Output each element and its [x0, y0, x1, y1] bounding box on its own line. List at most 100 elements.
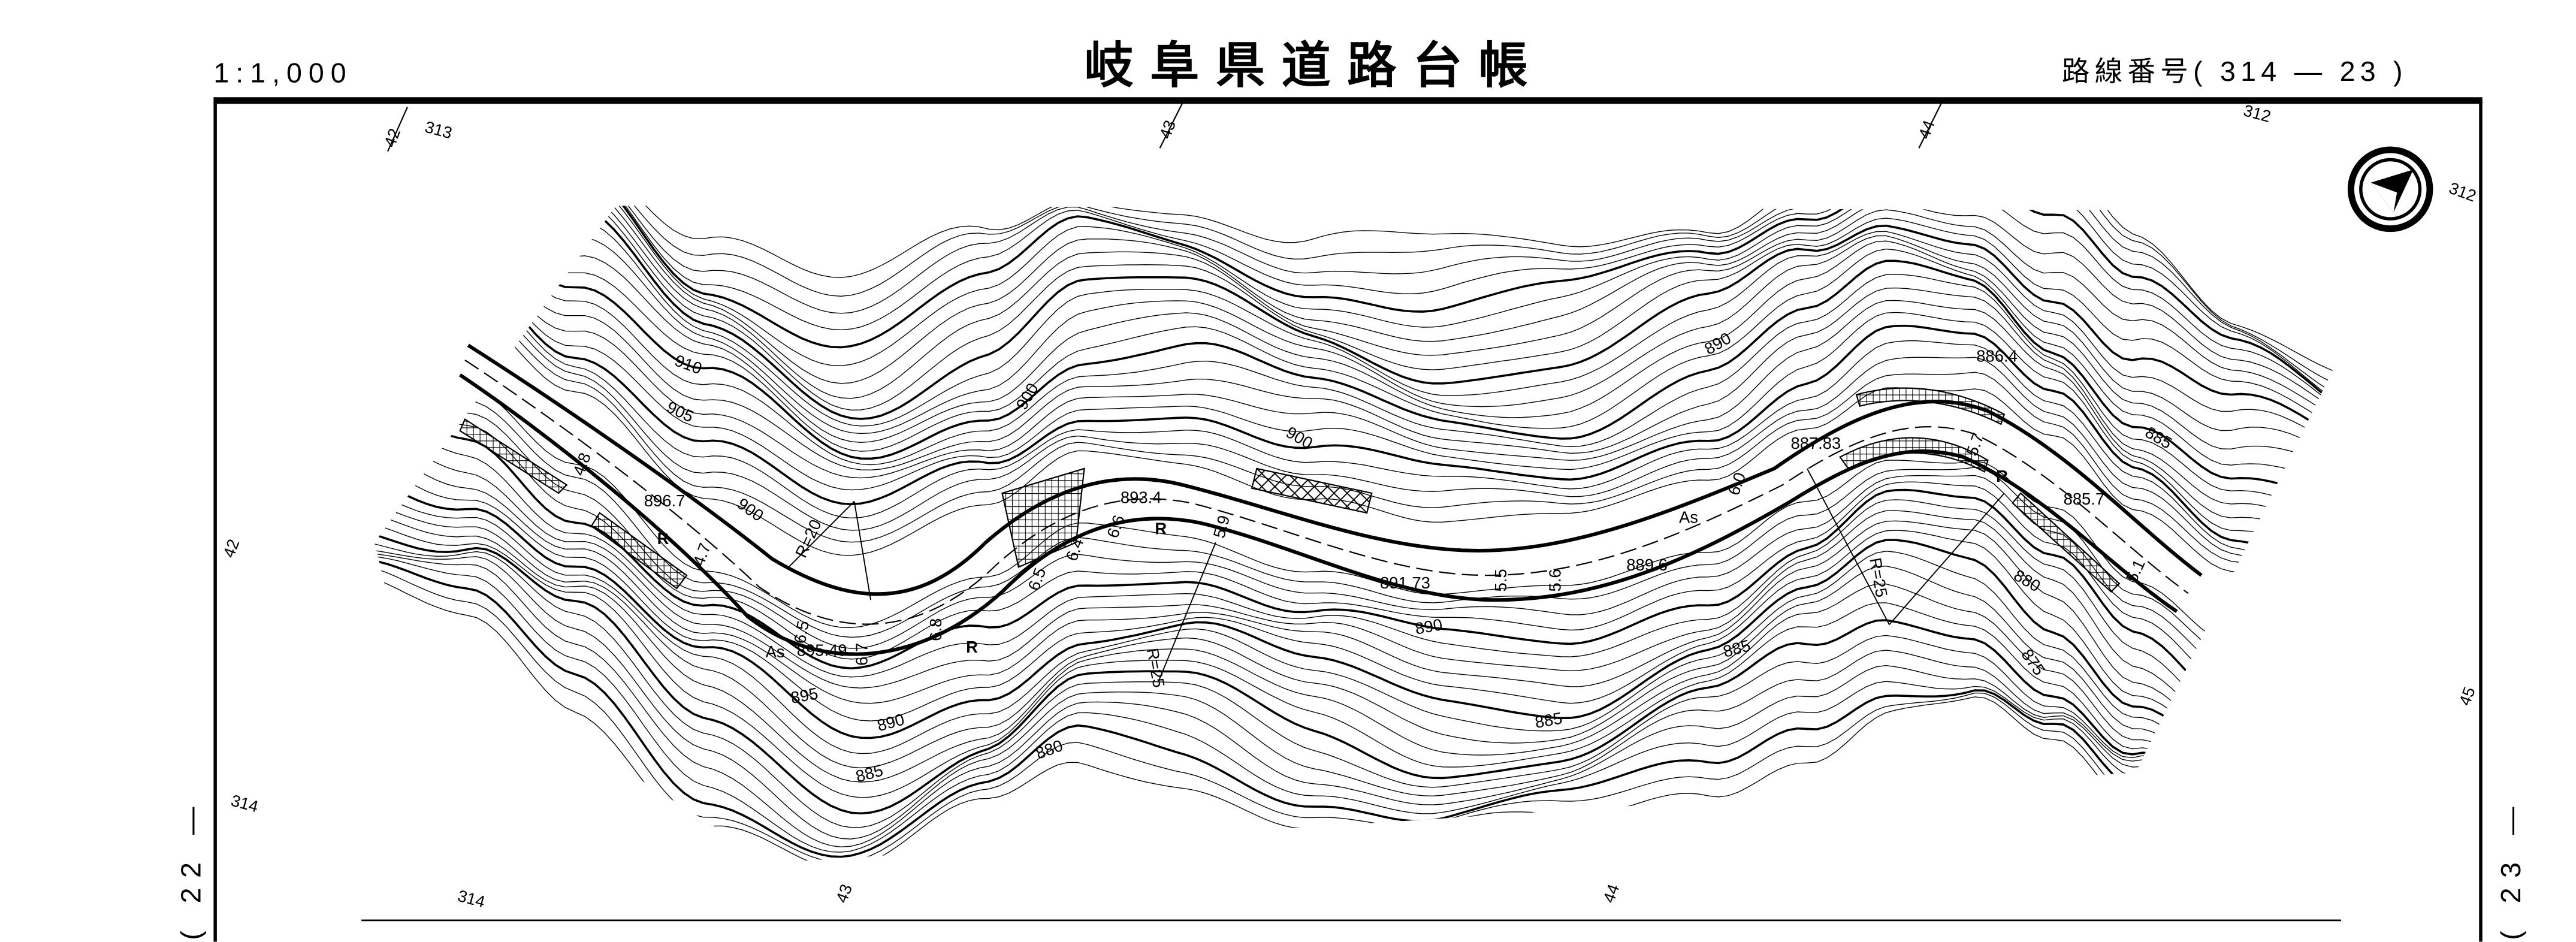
contour-line — [375, 440, 2333, 779]
svg-text:6.6: 6.6 — [1103, 512, 1128, 540]
contour-line — [375, 517, 2333, 833]
svg-text:As: As — [766, 642, 785, 661]
route-number-label: 路線番号( 314 — 23 ) — [2062, 56, 2408, 87]
svg-text:5.6: 5.6 — [1546, 569, 1565, 591]
svg-text:905: 905 — [664, 397, 697, 425]
svg-text:44: 44 — [1599, 881, 1623, 905]
svg-text:885: 885 — [2142, 422, 2175, 452]
svg-text:312: 312 — [2242, 101, 2273, 126]
contour-line — [375, 222, 2333, 581]
svg-text:R=25: R=25 — [1866, 556, 1891, 599]
contour-line — [375, 206, 2333, 554]
svg-text:42: 42 — [380, 126, 404, 149]
contour-line — [375, 493, 2333, 804]
svg-text:885: 885 — [1721, 636, 1752, 661]
contour-line — [375, 557, 2333, 863]
contour-line — [375, 206, 2333, 523]
contour-line — [375, 206, 2333, 430]
contour-line — [375, 206, 2333, 437]
retaining-wall-markers: R R R R — [657, 467, 2008, 656]
svg-text:891.73: 891.73 — [1380, 573, 1430, 592]
contour-line — [375, 206, 2333, 418]
svg-text:6.7: 6.7 — [853, 643, 871, 666]
contour-line — [375, 552, 2333, 863]
contour-line — [375, 412, 2333, 765]
svg-text:880: 880 — [2011, 566, 2044, 596]
contour-line — [375, 206, 2333, 393]
contour-line — [375, 538, 2333, 862]
svg-text:43: 43 — [1156, 117, 1180, 141]
svg-text:45: 45 — [2455, 684, 2479, 708]
svg-text:886.4: 886.4 — [1976, 347, 2018, 366]
adjacent-sheet-left: ( 22 — — [175, 797, 206, 940]
contour-line — [375, 547, 2333, 863]
svg-text:896.7: 896.7 — [644, 491, 685, 510]
svg-text:6.5: 6.5 — [790, 619, 813, 645]
contour-line — [375, 206, 2333, 462]
svg-text:R=25: R=25 — [1143, 647, 1168, 689]
contour-line — [375, 555, 2333, 863]
sheet-title: 岐阜県道路台帳 — [1085, 38, 1545, 95]
map-frame — [213, 97, 2483, 942]
contour-line — [375, 206, 2333, 479]
contour-line — [375, 206, 2333, 490]
contour-line — [375, 232, 2333, 595]
contour-line — [375, 206, 2333, 470]
contour-line — [375, 457, 2333, 785]
svg-text:885: 885 — [854, 761, 885, 786]
contour-line — [375, 206, 2333, 427]
svg-text:5.9: 5.9 — [1209, 513, 1233, 540]
svg-text:893.4: 893.4 — [1121, 488, 1162, 506]
contour-line — [375, 242, 2333, 610]
svg-text:R: R — [1996, 467, 2008, 485]
svg-text:312: 312 — [2447, 179, 2479, 206]
contour-line — [375, 206, 2333, 540]
svg-text:314: 314 — [229, 791, 260, 816]
contour-line — [375, 206, 2333, 454]
contour-line — [375, 373, 2333, 736]
svg-text:313: 313 — [423, 117, 454, 143]
svg-text:4.7: 4.7 — [689, 541, 714, 568]
contour-line — [375, 386, 2333, 745]
contour-line — [375, 206, 2333, 506]
svg-text:R: R — [657, 529, 669, 548]
svg-text:895: 895 — [789, 684, 819, 707]
svg-text:890: 890 — [1701, 328, 1734, 358]
svg-text:5.5: 5.5 — [1491, 569, 1510, 591]
north-arrow-icon — [2347, 146, 2433, 233]
svg-text:885.7: 885.7 — [2064, 490, 2105, 508]
contour-line — [375, 206, 2333, 433]
contour-line — [375, 206, 2333, 380]
contour-lines — [375, 206, 2333, 863]
svg-text:R: R — [966, 638, 978, 656]
contour-line — [375, 212, 2333, 567]
scale-label: 1:1,000 — [213, 58, 352, 89]
adjacent-sheet-right: ( 23 — — [2495, 797, 2526, 940]
svg-text:5.1: 5.1 — [2122, 557, 2149, 585]
contour-line — [375, 206, 2333, 407]
svg-text:900: 900 — [734, 494, 767, 525]
svg-text:889.6: 889.6 — [1626, 555, 1668, 574]
contour-line — [375, 424, 2333, 773]
svg-text:42: 42 — [219, 536, 243, 560]
svg-text:R: R — [1155, 520, 1167, 538]
contour-line — [375, 527, 2333, 848]
spot-heights: 896.7 893.4 891.73 895.49 889.6 887.83 8… — [644, 347, 2104, 660]
road-width-labels: 4.8 4.7 6.5 6.7 6.8 6.5 6.4 6.6 5.9 5.5 … — [569, 430, 2149, 666]
svg-text:44: 44 — [1914, 117, 1938, 141]
road — [458, 343, 2203, 683]
surface-labels: As As — [766, 508, 1698, 661]
svg-text:6.0: 6.0 — [1724, 470, 1749, 497]
contour-line — [375, 400, 2333, 755]
svg-text:43: 43 — [832, 881, 856, 905]
svg-text:6.8: 6.8 — [926, 618, 945, 641]
svg-text:As: As — [1679, 508, 1698, 526]
svg-text:895.49: 895.49 — [797, 641, 847, 659]
svg-text:880: 880 — [1033, 736, 1065, 763]
contour-line — [375, 206, 2333, 444]
contour-line — [375, 476, 2333, 792]
contour-line — [375, 506, 2333, 818]
contour-line — [375, 563, 2333, 863]
svg-text:314: 314 — [456, 886, 487, 911]
